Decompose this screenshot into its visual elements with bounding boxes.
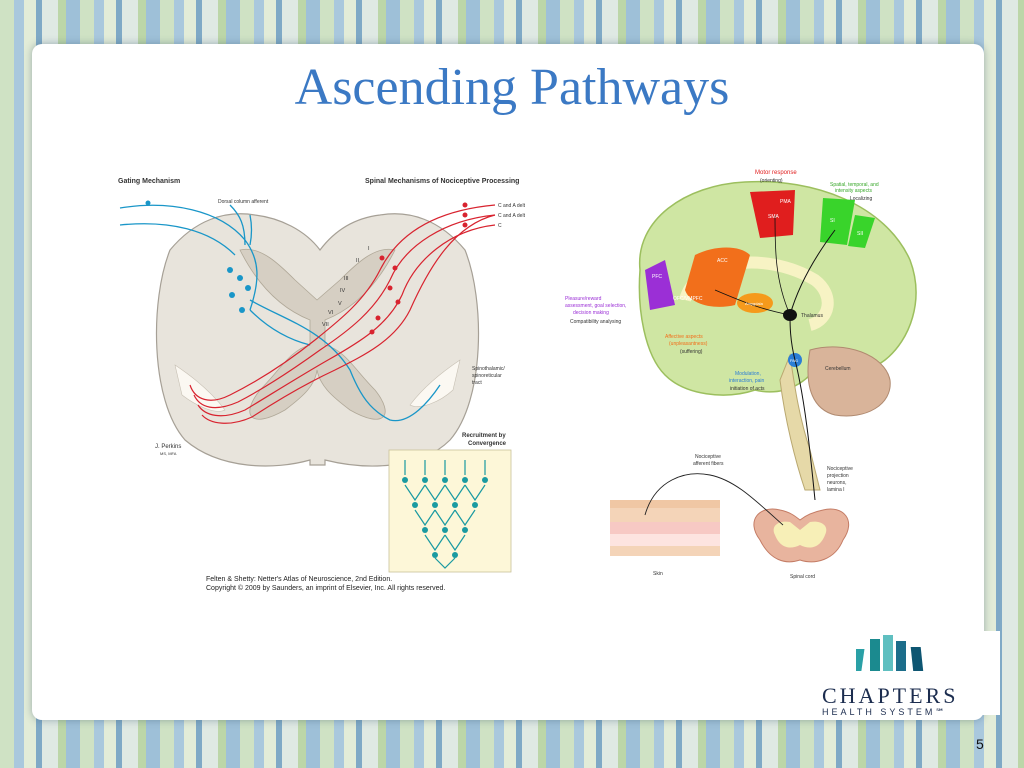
region-pma [750,190,795,238]
svg-text:I: I [368,246,370,252]
region-s1 [820,198,855,245]
region-pfc [645,260,675,310]
label-projection-4: lamina I [827,487,845,493]
label-projection: Nociceptive [827,466,853,472]
label-motor-response: Motor response [755,170,797,176]
brain-pain-figure: Motor response (orienting) Spatial, temp… [565,170,917,580]
artist-credential: MS, MFA [160,451,177,456]
label-pleasure-3: decision making [573,310,609,316]
tract-label-2: spinoreticular [472,373,502,379]
label-thalamus: Thalamus [801,313,823,319]
label-pleasure-2: assessment, goal selection, [565,303,626,309]
label-pfc: PFC [652,274,662,280]
chapters-logo [806,631,1000,715]
svg-text:IV: IV [340,288,346,294]
artist-name: J. Perkins [155,444,181,450]
label-spatial: Spatial, temporal, and [830,182,879,188]
gating-pathway [119,204,441,422]
label-modulation-2: interaction, pain [729,378,765,384]
convergence-inset [388,449,512,573]
logo-wordmark: CHAPTERS [822,683,959,708]
label-dorsal-afferent: Dorsal column afferent [218,199,269,205]
svg-text:V: V [338,301,342,307]
label-spinal-cord: Spinal cord [790,574,815,580]
logo-subtitle: HEALTH SYSTEM℠ [822,707,948,717]
afferent-fiber [644,473,784,526]
region-acc [685,247,750,307]
label-acc: ACC [717,258,728,264]
label-nociceptive-fibers-2: afferent fibers [693,461,724,467]
label-s1: SI [830,218,835,224]
svg-text:VI: VI [328,310,334,316]
label-pma: PMA [780,199,792,205]
label-ofc: OFC/VMPFC [673,296,703,302]
slide-number: 5 [976,736,984,752]
recruitment-label-2: Convergence [468,441,507,447]
label-spatial-2: intensity aspects [835,188,872,194]
heading-gating: Gating Mechanism [118,178,180,185]
label-projection-2: projection [827,473,849,479]
label-cerebellum: Cerebellum [825,366,851,372]
svg-text:II: II [356,258,360,264]
spinal-nociception-figure: Gating Mechanism Spinal Mechanisms of No… [118,178,526,573]
label-nociceptive-fibers: Nociceptive [695,454,721,460]
label-modulation-3: initiation of acts [730,386,765,392]
label-motor-sub: (orienting) [760,178,783,184]
skin-block [610,500,720,556]
label-pleasure: Pleasure/reward [565,296,602,302]
pain-ascending [789,229,836,501]
nociceptive-fibers [189,204,496,424]
thalamus-links [714,214,791,316]
label-skin: Skin [653,571,663,577]
convergence-network [404,460,486,569]
right-tract [409,359,461,407]
label-localizing: Localizing [850,196,872,202]
laminae-labels: I II III IV V VI VII [322,246,370,328]
label-compatibility: Compatibility analysing [570,319,621,325]
label-pag: PAG [790,358,798,363]
fiber-label-3: C [498,223,502,229]
label-affective-2: (unpleasantness) [669,341,708,347]
heading-spinal: Spinal Mechanisms of Nociceptive Process… [365,178,519,185]
svg-text:VII: VII [322,322,329,328]
label-sma: SMA [768,214,780,220]
figure-credit: Felten & Shetty: Netter's Atlas of Neuro… [206,575,445,593]
region-amygdala [737,293,773,313]
recruitment-label-1: Recruitment by [462,433,506,439]
label-modulation: Modulation, [735,371,761,377]
credit-line-2: Copyright © 2009 by Saunders, an imprint… [206,585,446,592]
label-amygdala: Amygdala [745,301,764,306]
cerebellum [807,346,891,417]
logo-books-icon [856,635,924,671]
fiber-label-2: C and A delt [498,213,526,219]
convergence-nodes [402,477,488,558]
credit-line-1: Felten & Shetty: Netter's Atlas of Neuro… [206,576,393,583]
label-projection-3: neurons, [827,480,846,486]
fiber-label-1: C and A delt [498,203,526,209]
region-s2 [848,215,875,248]
gating-neurons [145,200,251,313]
tract-label-1: Spinothalamic/ [472,366,505,372]
label-affective: Affective aspects [665,334,703,340]
tract-label-3: tract [472,380,482,386]
fiber-neurons [369,202,468,335]
svg-text:III: III [344,276,349,282]
label-s2: SII [857,231,863,237]
label-suffering: (suffering) [680,349,703,355]
slide-title: Ascending Pathways [294,59,730,116]
